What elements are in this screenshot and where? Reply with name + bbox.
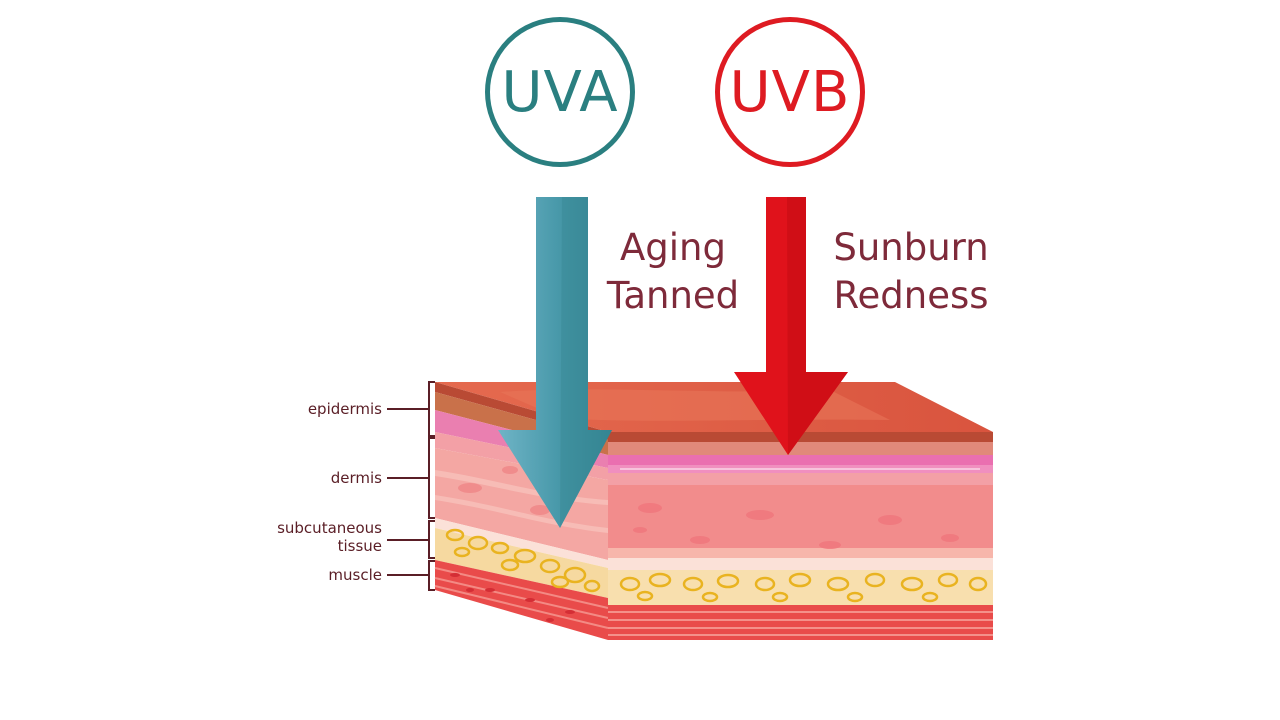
uva-effect-tanned: Tanned bbox=[606, 274, 740, 317]
uvb-effect-redness: Redness bbox=[833, 274, 989, 317]
uva-effect-aging: Aging bbox=[619, 226, 726, 269]
uva-arrow bbox=[498, 197, 612, 528]
uva-label: UVA bbox=[501, 59, 619, 125]
label-epidermis: epidermis bbox=[307, 400, 382, 418]
label-dermis: dermis bbox=[330, 469, 382, 487]
layer-bracket bbox=[387, 381, 435, 591]
uvb-arrow bbox=[734, 197, 848, 455]
uvb-effects: Sunburn Redness bbox=[826, 224, 996, 320]
uva-badge: UVA bbox=[485, 17, 635, 167]
label-muscle: muscle bbox=[328, 566, 382, 584]
label-tissue: tissue bbox=[337, 537, 382, 555]
uva-effects: Aging Tanned bbox=[598, 224, 748, 320]
label-subcutaneous: subcutaneous bbox=[277, 519, 382, 537]
label-subcutaneous-tissue: subcutaneous tissue bbox=[277, 519, 382, 555]
uvb-effect-sunburn: Sunburn bbox=[833, 226, 989, 269]
skin-front-face bbox=[608, 432, 993, 640]
uvb-badge: UVB bbox=[715, 17, 865, 167]
uvb-label: UVB bbox=[729, 59, 851, 125]
